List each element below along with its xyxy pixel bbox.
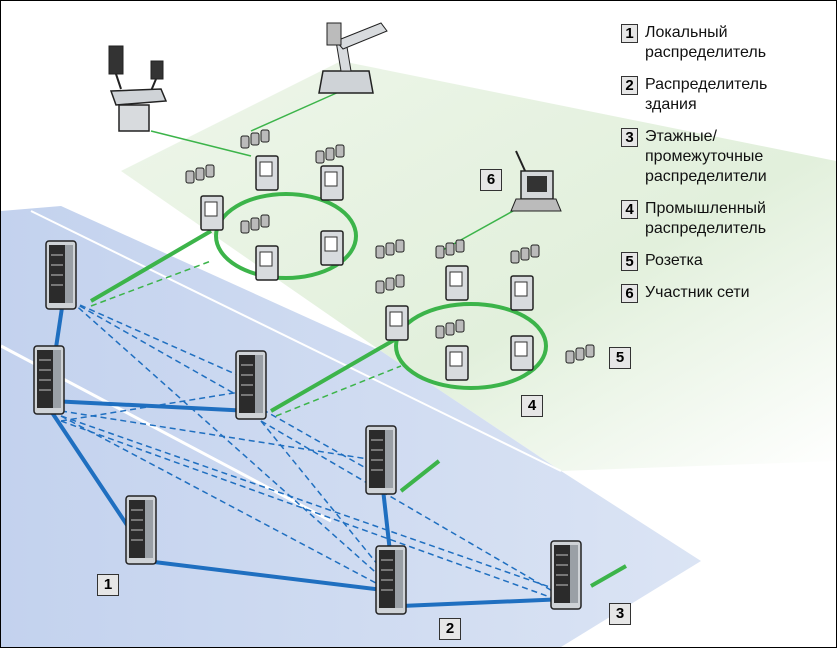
- legend-number: 4: [621, 200, 638, 219]
- legend-number: 1: [621, 24, 638, 43]
- legend-number: 5: [621, 252, 638, 271]
- green-dashed-links: [90, 260, 402, 417]
- control-desk-icon: [108, 45, 168, 132]
- legend-line: промежуточные: [645, 148, 764, 165]
- legend-item: 6 Участник сети: [621, 283, 831, 303]
- legend-number: 3: [621, 128, 638, 147]
- legend-label: Распределитель здания: [645, 75, 767, 115]
- legend-line: распределители: [645, 168, 767, 185]
- legend-line: Локальный: [645, 24, 728, 41]
- legend-line: Распределитель: [645, 76, 768, 93]
- legend-item: 1 Локальный распределитель: [621, 23, 831, 63]
- terminal-icon: [510, 150, 562, 212]
- backup-links: [60, 300, 562, 602]
- legend-item: 5 Розетка: [621, 251, 831, 271]
- legend: 1 Локальный распределитель 2 Распределит…: [621, 23, 831, 315]
- legend-number: 6: [621, 284, 638, 303]
- legend-line: Розетка: [645, 252, 703, 269]
- legend-line: Промышленный: [645, 200, 766, 217]
- legend-line: распределитель: [645, 44, 767, 61]
- tag-floor-distributor: 3: [609, 603, 631, 625]
- tag-industrial-distributor: 4: [521, 395, 543, 417]
- legend-line: здания: [645, 96, 697, 113]
- legend-item: 3 Этажные/ промежуточные распределители: [621, 127, 831, 187]
- legend-item: 4 Промышленный распределитель: [621, 199, 831, 239]
- legend-label: Промышленный распределитель: [645, 199, 766, 239]
- tag-building-distributor: 2: [439, 618, 461, 640]
- legend-label: Розетка: [645, 251, 703, 271]
- robot-arm-icon: [318, 22, 388, 94]
- legend-item: 2 Распределитель здания: [621, 75, 831, 115]
- legend-label: Участник сети: [645, 283, 750, 303]
- tag-local-distributor: 1: [97, 574, 119, 596]
- blue-zone: [1, 206, 701, 647]
- green-links: [89, 192, 627, 588]
- legend-number: 2: [621, 76, 638, 95]
- legend-line: Этажные/: [645, 128, 717, 145]
- legend-label: Локальный распределитель: [645, 23, 766, 63]
- tag-socket: 5: [609, 347, 631, 369]
- legend-label: Этажные/ промежуточные распределители: [645, 127, 767, 187]
- legend-line: распределитель: [645, 220, 767, 237]
- legend-line: Участник сети: [645, 284, 750, 301]
- green-zone: [121, 61, 836, 471]
- tag-network-participant: 6: [480, 169, 502, 191]
